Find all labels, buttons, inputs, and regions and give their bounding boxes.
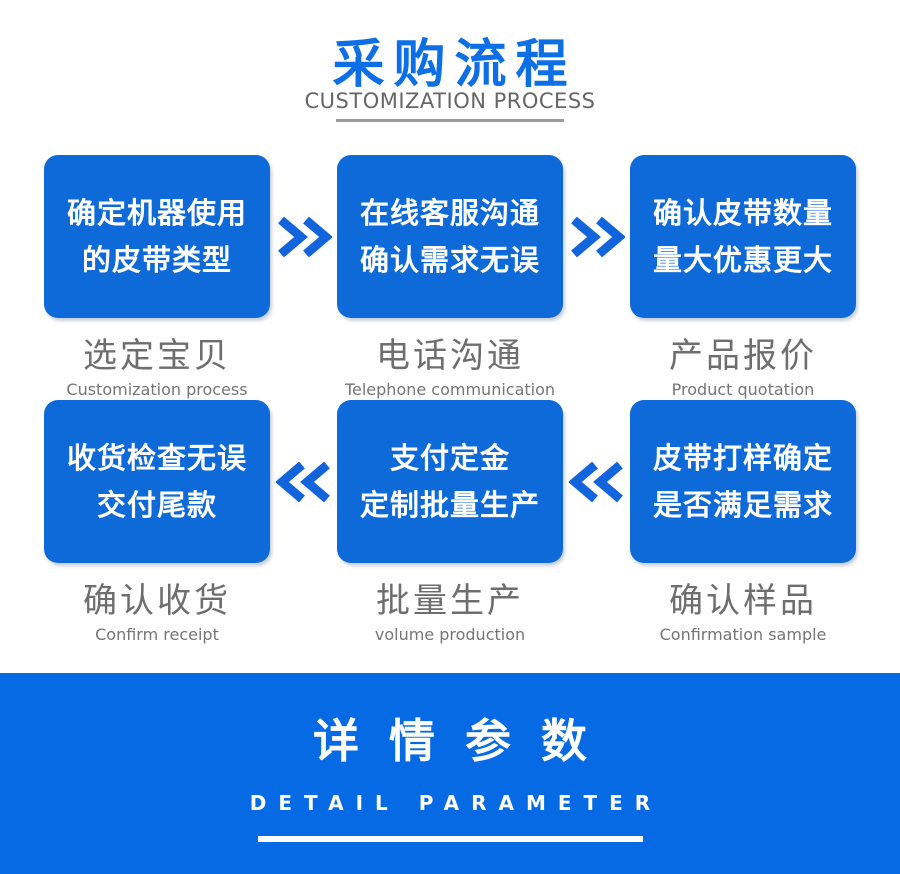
double-chevron-right-icon [570, 216, 625, 257]
step-caption-en: Customization process [66, 380, 248, 399]
page-title: 采购流程 [332, 35, 577, 95]
flow-step-2: 在线客服沟通 确认需求无误 电话沟通 Telephone communicati… [337, 155, 563, 399]
step-box-line: 支付定金 [389, 440, 510, 475]
step-box-line: 量大优惠更大 [652, 242, 833, 277]
step-box-select-product: 确定机器使用 的皮带类型 [44, 155, 270, 318]
step-box-line: 确定机器使用 [66, 195, 247, 230]
step-box-line: 定制批量生产 [359, 487, 540, 522]
step-box-receive-goods: 收货检查无误 交付尾款 [44, 400, 270, 563]
flow-step-5: 支付定金 定制批量生产 批量生产 volume production [337, 400, 563, 644]
flow-arrow-cell [563, 155, 630, 318]
flow-arrow-cell [270, 155, 337, 318]
step-caption-zh: 产品报价 [669, 336, 817, 376]
flow-row-1: 确定机器使用 的皮带类型 选定宝贝 Customization process … [0, 155, 900, 399]
flow-arrow-cell [270, 400, 337, 563]
flow-arrow-cell [563, 400, 630, 563]
flow-step-6: 收货检查无误 交付尾款 确认收货 Confirm receipt [44, 400, 270, 644]
step-box-pay-deposit: 支付定金 定制批量生产 [337, 400, 563, 563]
step-caption-zh: 确认收货 [83, 581, 231, 621]
header-underline [336, 119, 564, 122]
detail-parameter-banner: 详情参数 DETAIL PARAMETER [0, 673, 900, 874]
double-chevron-left-icon [568, 461, 623, 502]
step-box-line: 确认需求无误 [359, 242, 540, 277]
step-caption-zh: 确认样品 [669, 581, 817, 621]
step-box-line: 是否满足需求 [652, 487, 833, 522]
step-box-line: 收货检查无误 [66, 440, 247, 475]
flow-step-3: 确认皮带数量 量大优惠更大 产品报价 Product quotation [630, 155, 856, 399]
banner-title: 详情参数 [313, 714, 617, 768]
step-box-line: 皮带打样确定 [652, 440, 833, 475]
step-caption-en: Telephone communication [344, 380, 556, 399]
step-box-confirm-quantity: 确认皮带数量 量大优惠更大 [630, 155, 856, 318]
flow-step-4: 皮带打样确定 是否满足需求 确认样品 Confirmation sample [630, 400, 856, 644]
flow-step-1: 确定机器使用 的皮带类型 选定宝贝 Customization process [44, 155, 270, 399]
double-chevron-right-icon [277, 216, 332, 257]
flow-row-2: 收货检查无误 交付尾款 确认收货 Confirm receipt 支付定金 定制… [0, 400, 900, 644]
step-box-online-service: 在线客服沟通 确认需求无误 [337, 155, 563, 318]
step-caption-en: Confirmation sample [659, 625, 827, 644]
step-caption-en: Product quotation [671, 380, 815, 399]
step-caption-zh: 选定宝贝 [83, 336, 231, 376]
double-chevron-left-icon [275, 461, 330, 502]
step-caption-en: Confirm receipt [95, 625, 219, 644]
banner-underline [257, 836, 643, 842]
step-caption-en: volume production [374, 625, 526, 644]
step-box-line: 交付尾款 [96, 487, 217, 522]
step-box-line: 的皮带类型 [81, 242, 232, 277]
step-caption-zh: 电话沟通 [376, 336, 524, 376]
step-box-sample-confirm: 皮带打样确定 是否满足需求 [630, 400, 856, 563]
step-caption-zh: 批量生产 [376, 581, 524, 621]
banner-subtitle: DETAIL PARAMETER [249, 791, 663, 815]
step-box-line: 确认皮带数量 [652, 195, 833, 230]
page-subtitle: CUSTOMIZATION PROCESS [304, 89, 596, 113]
step-box-line: 在线客服沟通 [359, 195, 540, 230]
